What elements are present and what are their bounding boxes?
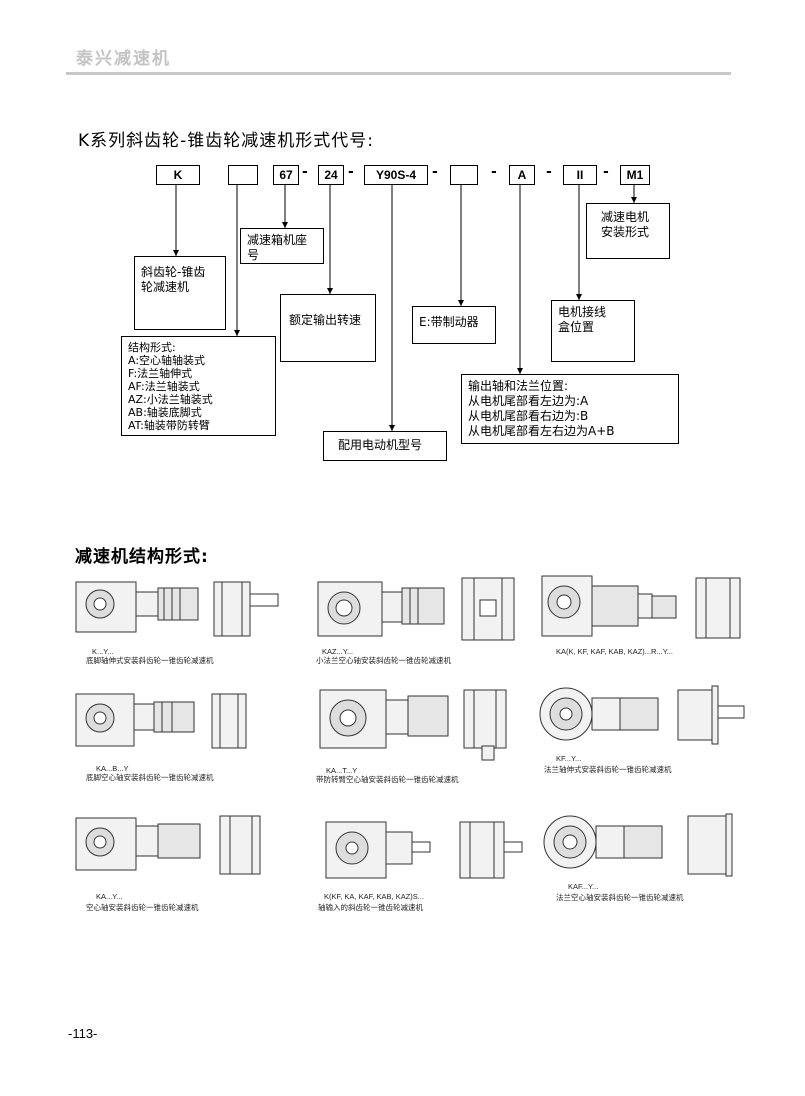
- desc-type-box: 斜齿轮-锥齿 轮减速机: [134, 256, 226, 330]
- code-box-mount: M1: [620, 165, 650, 185]
- desc-junction-line: 盒位置: [558, 320, 595, 334]
- code-section-title: K系列斜齿轮-锥齿轮减速机形式代号:: [78, 131, 375, 151]
- desc-structure-line: AZ:小法兰轴装式: [128, 393, 213, 406]
- page-number: -113-: [68, 1026, 98, 1041]
- code-box-brake: [450, 165, 478, 185]
- desc-structure-line: AB:轴装底脚式: [128, 406, 202, 419]
- item-code: KAF...Y...: [568, 882, 599, 891]
- gearbox-drawing-ks: [325, 821, 523, 879]
- item-caption: 小法兰空心轴安装斜齿轮一锥齿轮减速机: [316, 656, 451, 665]
- gearbox-drawing-ka-r-y: [541, 575, 741, 639]
- code-box-type: K: [156, 165, 200, 185]
- desc-structure-box: 结构形式: A:空心轴轴装式 F:法兰轴伸式 AF:法兰轴装式 AZ:小法兰轴装…: [121, 336, 276, 436]
- desc-type-line: 斜齿轮-锥齿: [141, 265, 206, 279]
- desc-frame-text: 减速箱机座号: [247, 233, 308, 262]
- item-caption: 带防转臂空心轴安装斜齿轮一锥齿轮减速机: [316, 775, 459, 784]
- desc-shaft-line: 从电机尾部看左右边为A+B: [468, 424, 615, 438]
- code-dash: -: [432, 164, 438, 180]
- desc-speed-box: 额定输出转速: [280, 294, 376, 362]
- desc-structure-line: AT:轴装带防转臂: [128, 419, 210, 432]
- desc-brake-box: E:带制动器: [412, 306, 496, 344]
- code-dash: -: [302, 164, 308, 180]
- structure-section-title: 减速机结构形式:: [75, 547, 209, 567]
- desc-frame-box: 减速箱机座号: [240, 228, 324, 264]
- item-code: K(KF, KA, KAF, KAB, KAZ)S...: [324, 892, 425, 901]
- item-caption: 空心轴安装斜齿轮一锥齿轮减速机: [86, 903, 199, 912]
- item-code: KA...B...Y: [96, 764, 129, 773]
- gearbox-drawing-ka-y: [75, 815, 261, 875]
- gearbox-drawing-ka-t-y: [319, 689, 507, 761]
- desc-structure-line: AF:法兰轴装式: [128, 380, 200, 393]
- desc-structure-line: A:空心轴轴装式: [128, 354, 206, 367]
- code-box-shaft: A: [509, 165, 535, 185]
- desc-speed-text: 额定输出转速: [289, 313, 362, 327]
- item-caption: 轴输入的斜齿轮一锥齿轮减速机: [318, 903, 423, 912]
- code-box-structure: [228, 165, 258, 185]
- desc-shaft-box: 输出轴和法兰位置: 从电机尾部看左边为:A 从电机尾部看右边为:B 从电机尾部看…: [461, 374, 679, 444]
- item-caption: 底脚轴伸式安装斜齿轮一锥齿轮减速机: [86, 656, 214, 665]
- desc-motor-text: 配用电动机型号: [338, 438, 423, 452]
- desc-mount-line: 安装形式: [601, 225, 650, 239]
- code-box-motor: Y90S-4: [364, 165, 428, 185]
- item-caption: 底脚空心轴安装斜齿轮一锥齿轮减速机: [86, 773, 214, 782]
- item-caption: 法兰空心轴安装斜齿轮一锥齿轮减速机: [556, 893, 684, 902]
- desc-junction-line: 电机接线: [558, 305, 607, 319]
- gearbox-drawing-kf-y: [539, 685, 745, 745]
- desc-type-line: 轮减速机: [141, 280, 190, 294]
- gearbox-drawing-kaz-y: [317, 577, 515, 641]
- desc-shaft-line: 输出轴和法兰位置:: [468, 379, 569, 393]
- desc-motor-box: 配用电动机型号: [323, 431, 447, 461]
- item-code: KF...Y...: [556, 754, 582, 763]
- item-code: KA(K, KF, KAF, KAB, KAZ)...R...Y...: [556, 647, 673, 656]
- desc-structure-line: F:法兰轴伸式: [128, 367, 193, 380]
- code-dash: -: [348, 164, 354, 180]
- code-box-frame: 67: [273, 165, 299, 185]
- header-divider: [66, 72, 731, 75]
- item-code: KA...T...Y: [326, 766, 358, 775]
- code-dash: -: [491, 164, 497, 180]
- code-dash: -: [603, 164, 609, 180]
- item-code: K...Y...: [92, 647, 114, 656]
- gearbox-drawing-ka-b-y: [75, 693, 247, 749]
- item-caption: 法兰轴伸式安装斜齿轮一锥齿轮减速机: [544, 765, 672, 774]
- code-connector-lines: [173, 185, 637, 431]
- gearbox-drawing-kaf-y: [543, 813, 733, 877]
- desc-mount-box: 减速电机 安装形式: [586, 203, 670, 259]
- desc-shaft-line: 从电机尾部看左边为:A: [468, 394, 589, 408]
- code-box-speed: 24: [318, 165, 344, 185]
- brand-title: 泰兴减速机: [76, 49, 171, 69]
- item-code: KA...Y...: [96, 892, 123, 901]
- desc-shaft-line: 从电机尾部看右边为:B: [468, 409, 589, 423]
- desc-mount-line: 减速电机: [601, 210, 650, 224]
- code-dash: -: [546, 164, 552, 180]
- desc-structure-line: 结构形式:: [128, 341, 176, 354]
- item-code: KAZ...Y...: [322, 647, 354, 656]
- desc-brake-text: E:带制动器: [419, 315, 479, 329]
- desc-junction-box: 电机接线 盒位置: [551, 300, 635, 362]
- gearbox-drawing-k-y: [75, 581, 279, 637]
- code-box-junction: II: [563, 165, 597, 185]
